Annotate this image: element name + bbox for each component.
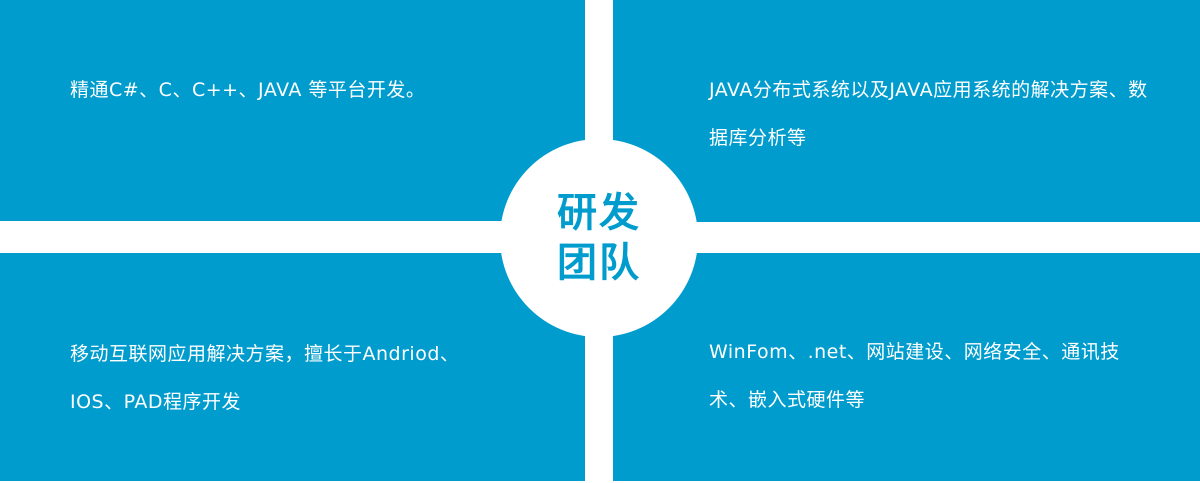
center-title-line1: 研发: [557, 190, 641, 236]
center-circle: 研发 团队: [500, 139, 698, 337]
panel-top-left-text: 精通C#、C、C++、JAVA 等平台开发。: [70, 79, 426, 101]
panel-bottom-left-text: 移动互联网应用解决方案，擅长于Andriod、IOS、PAD程序开发: [70, 343, 460, 413]
panel-bottom-left: 移动互联网应用解决方案，擅长于Andriod、IOS、PAD程序开发: [0, 253, 585, 481]
panel-bottom-right-text: WinFom、.net、网站建设、网络安全、通讯技术、嵌入式硬件等: [709, 341, 1120, 411]
panel-bottom-right: WinFom、.net、网站建设、网络安全、通讯技术、嵌入式硬件等: [613, 253, 1200, 481]
panel-top-right: JAVA分布式系统以及JAVA应用系统的解决方案、数据库分析等: [613, 0, 1200, 222]
panel-top-left: 精通C#、C、C++、JAVA 等平台开发。: [0, 0, 585, 221]
center-title-line2: 团队: [557, 240, 641, 286]
panel-top-right-text: JAVA分布式系统以及JAVA应用系统的解决方案、数据库分析等: [709, 79, 1148, 149]
